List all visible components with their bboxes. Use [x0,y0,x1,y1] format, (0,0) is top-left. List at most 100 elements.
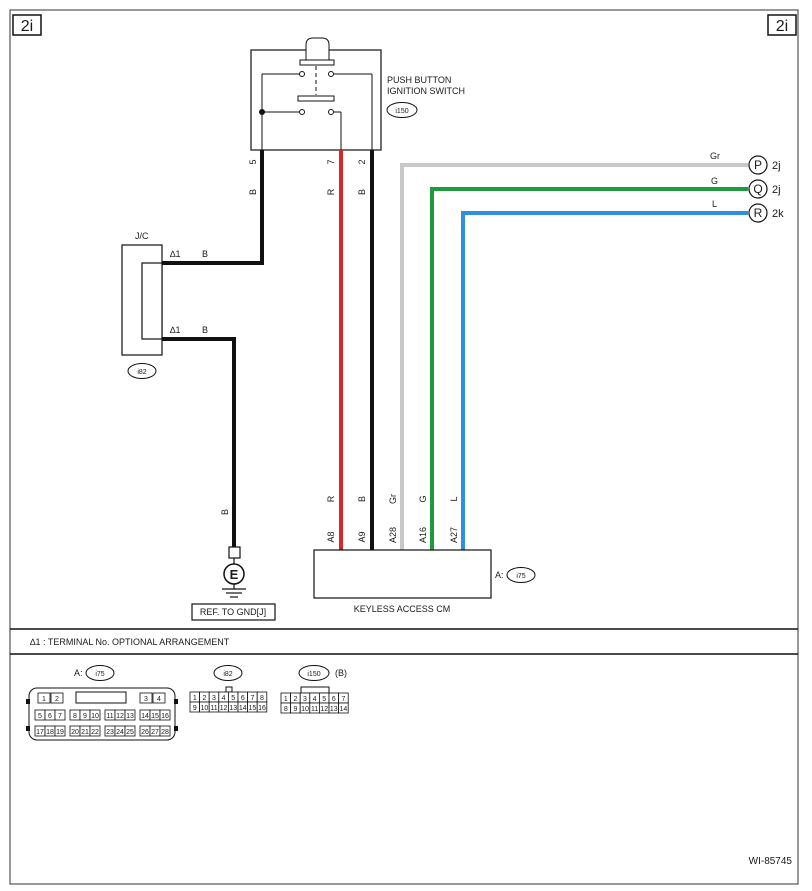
i150-pin-9: 9 [293,706,297,713]
wire-label-b-bottom: B [357,496,367,502]
wire-label-b-top: B [248,189,258,195]
i75-pin-12: 12 [116,713,124,720]
cm-prefix: A: [495,570,504,580]
page-frame [9,9,799,885]
i82-pin-10: 10 [201,705,209,712]
switch-connector-badge: i150 [386,102,418,118]
i75-pin-11: 11 [106,713,113,720]
wire-label-b2-top: B [357,189,367,195]
i75-pin-23: 23 [106,729,114,736]
i75-pin-3-cell [139,692,153,704]
i75-pin-18: 18 [46,729,54,736]
joint-connector-jc [121,244,163,356]
svg-text:Q: Q [753,182,762,196]
i150-pin-2: 2 [293,696,297,703]
i150-pin-1: 1 [284,696,288,703]
svg-text:P: P [754,158,762,172]
wire-label-g-bottom: G [418,495,428,502]
ground-letter: E [230,567,239,582]
cm-pin-a8: A8 [326,531,336,542]
gray-wire [400,163,748,550]
offpage-connector-p[interactable]: P 2j [748,155,781,175]
i150-pin-4: 4 [313,696,317,703]
jc-label: J/C [135,231,149,241]
i82-pin-5: 5 [231,695,235,702]
blue-wire [461,211,748,550]
svg-text:i150: i150 [307,671,320,678]
i75-pin-22-cell [89,725,101,737]
cm-name: KEYLESS ACCESS CM [354,604,451,614]
i82-pin-14: 14 [239,705,247,712]
svg-text:2i: 2i [776,18,788,35]
i75-pin-16-cell [159,709,171,721]
i75-pin-7: 7 [58,713,62,720]
i75-pin-28-cell [159,725,171,737]
i150-pin-13: 13 [330,706,338,713]
wire-label-gr-top: Gr [710,151,720,161]
i150-pin-5: 5 [322,696,326,703]
i75-pin-17: 17 [36,729,44,736]
i75-pin-3: 3 [144,696,148,703]
switch-title-line1: PUSH BUTTON [387,75,451,85]
i75-pin-10: 10 [91,713,99,720]
i75-pin-14: 14 [141,713,149,720]
svg-text:2k: 2k [772,208,784,220]
switch-pin-7: 7 [326,159,336,164]
i150-pin-7: 7 [341,696,345,703]
jc-note-bottom: ∆1 [170,325,181,335]
i75-pin-2: 2 [55,696,59,703]
black-wire-jc-to-ground [142,337,236,548]
svg-text:REF. TO GND[J]: REF. TO GND[J] [200,607,266,617]
i82-badge: i82 [213,665,243,681]
i82-pin-7: 7 [250,695,254,702]
svg-text:R: R [754,206,763,220]
i150-pin-3: 3 [303,696,307,703]
i75-badge: i75 [85,665,115,681]
wire-label-gr-bottom: Gr [388,494,398,504]
i75-pin-19-cell [54,725,66,737]
i75-pin-24: 24 [116,729,124,736]
i75-pin-4: 4 [157,696,161,703]
i150-pin-6: 6 [332,696,336,703]
i75-pin-9: 9 [83,713,87,720]
switch-title-line2: IGNITION SWITCH [387,86,465,96]
i75-pin-8: 8 [73,713,77,720]
i75-prefix: A: [74,668,83,678]
i82-pin-16: 16 [258,705,266,712]
wire-label-l-top: L [712,199,717,209]
i150-pin-14-cell [338,702,349,714]
wire-label-b-ground: B [220,509,230,515]
i75-pin-7-cell [54,709,66,721]
offpage-connector-r[interactable]: R 2k [748,203,784,223]
i75-pin-4-cell [152,692,166,704]
i82-pin-6: 6 [241,695,245,702]
push-button-ignition-switch [250,37,382,151]
i75-pin-15: 15 [151,713,159,720]
i82-pin-3: 3 [212,695,216,702]
jc-note-top: ∆1 [170,249,181,259]
svg-text:i82: i82 [223,671,232,678]
i150-pin-12: 12 [320,706,328,713]
i82-pin-15: 15 [249,705,257,712]
i150-pin-8: 8 [284,706,288,713]
i75-pin-13-cell [124,709,136,721]
i82-pin-9: 9 [193,705,197,712]
i75-pin-1: 1 [42,696,46,703]
offpage-connector-q[interactable]: Q 2j [748,179,781,199]
i75-pin-1-cell [37,692,51,704]
i75-pin-5: 5 [38,713,42,720]
i75-pin-2-cell [50,692,64,704]
wire-label-b-jc1: B [202,249,208,259]
i75-pin-6: 6 [48,713,52,720]
keyless-access-cm [313,549,492,599]
corner-tag-left: 2i [12,14,42,36]
i82-pin-11: 11 [210,705,217,712]
ground-ref-box[interactable]: REF. TO GND[J] [191,603,276,621]
cm-pin-a16: A16 [418,527,428,543]
